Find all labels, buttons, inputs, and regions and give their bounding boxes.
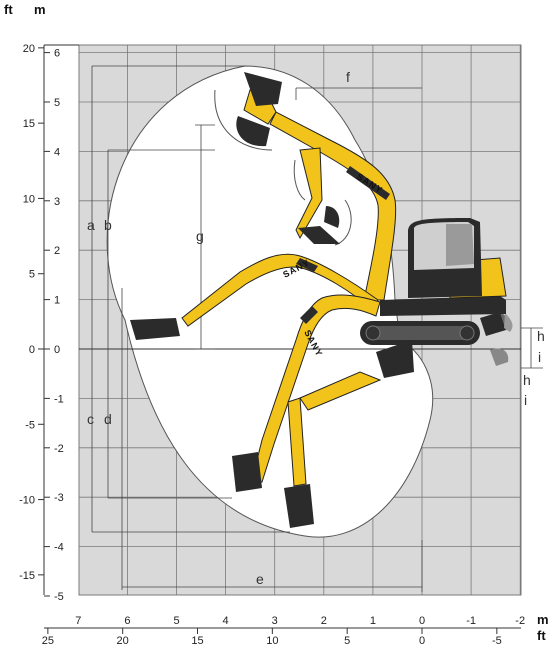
m-tick-label: 5 (54, 97, 60, 109)
left-ft-ticks: 20 15 10 5 0 -5 -10 -15 (19, 43, 44, 582)
m-unit-label-bottom: m (537, 612, 549, 627)
boom-decal-strip (346, 166, 390, 200)
counterweight-base (380, 296, 506, 316)
bottom-ft-ticks: 25 20 15 10 5 0 -5 (42, 628, 502, 647)
ft-tick-label: -5 (25, 419, 35, 431)
left-m-ticks: 6 5 4 3 2 1 0 -1 -2 -3 -4 -5 (44, 48, 64, 603)
arm-extended-right (299, 371, 382, 411)
dim-label-b: b (104, 217, 112, 233)
bucket-deep-center (284, 484, 314, 528)
ft-tick-label: 15 (23, 118, 35, 130)
m-tick-label: -2 (54, 443, 64, 455)
dim-label-i-lower: i (524, 392, 527, 408)
bucket-top-high (244, 72, 282, 106)
m-tick-label: -4 (54, 542, 64, 554)
dimension-lines (91, 65, 543, 592)
m-tick-label: 4 (54, 146, 60, 158)
m-tick-label: 6 (54, 48, 60, 60)
excavator: SANY SANY SANY (130, 72, 513, 528)
m-unit-label-top: m (34, 2, 46, 17)
cab-window-side (446, 224, 474, 266)
dim-label-f: f (346, 69, 350, 85)
ft-unit-label-top: ft (4, 2, 13, 17)
bottom-m-tick-label: 5 (173, 615, 179, 627)
dim-label-c: c (87, 411, 94, 427)
sprocket-wheel (459, 325, 475, 341)
m-tick-label: -1 (54, 393, 64, 405)
dim-label-i-right: i (538, 349, 541, 365)
bottom-ft-tick-label: 5 (344, 635, 350, 647)
dozer-blade (480, 312, 506, 336)
bottom-m-tick-label: 4 (223, 615, 229, 627)
boom-horizontal-decal (296, 258, 318, 272)
dim-label-h-lower: h (523, 372, 531, 388)
boom-raised (269, 111, 397, 301)
m-tick-label: 2 (54, 245, 60, 257)
bottom-m-tick-label: 2 (321, 615, 327, 627)
bottom-m-ticks: 7 6 5 4 3 2 1 0 -1 -2 (75, 615, 525, 627)
idler-wheel (365, 325, 381, 341)
inner-arc-low (293, 159, 306, 201)
bucket-right (376, 340, 414, 378)
bottom-ft-tick-label: 15 (191, 635, 203, 647)
bottom-m-tick-label: -1 (466, 615, 476, 627)
ft-tick-label: 0 (29, 344, 35, 356)
arm-deep (287, 397, 307, 487)
m-tick-label: 1 (54, 295, 60, 307)
bucket-deep-left (232, 452, 262, 492)
bottom-ft-tick-label: 10 (266, 635, 278, 647)
dim-label-h-right: h (537, 328, 545, 344)
m-tick-label: -5 (54, 591, 64, 603)
boom-lowered (251, 294, 381, 483)
dim-label-e: e (256, 571, 264, 587)
dim-label-g: g (196, 228, 204, 244)
bucket-top-curled (236, 116, 270, 147)
ft-tick-label: -15 (19, 570, 35, 582)
m-tick-label: 3 (54, 196, 60, 208)
bottom-ft-tick-label: 20 (117, 635, 129, 647)
arm-mid (295, 147, 323, 240)
dim-label-a: a (87, 217, 95, 233)
boom-lowered-decal (300, 306, 318, 324)
boom-horizontal (181, 253, 379, 327)
bottom-m-tick-label: 0 (419, 615, 425, 627)
ft-unit-label-bottom: ft (537, 628, 546, 643)
bottom-m-tick-label: 7 (75, 615, 81, 627)
m-tick-label: -3 (54, 492, 64, 504)
ft-tick-label: 20 (23, 43, 35, 55)
ft-tick-label: -10 (19, 495, 35, 507)
bottom-ft-tick-label: 0 (419, 635, 425, 647)
ft-tick-label: 5 (29, 269, 35, 281)
bottom-ft-tick-label: -5 (492, 635, 502, 647)
ft-tick-label: 10 (23, 193, 35, 205)
m-tick-label: 0 (54, 344, 60, 356)
bottom-ft-tick-label: 25 (42, 635, 54, 647)
bucket-mid (298, 226, 340, 244)
dozer-blade-lowered (490, 348, 509, 366)
dim-label-d: d (104, 411, 112, 427)
inner-arc-top (214, 89, 273, 151)
bottom-m-tick-label: 1 (370, 615, 376, 627)
track-inner (368, 326, 472, 340)
bucket-mid-curled (324, 206, 340, 228)
bucket-ground (130, 318, 180, 340)
dozer-blade-raised (504, 313, 513, 332)
bottom-m-tick-label: 6 (124, 615, 130, 627)
bottom-m-tick-label: 3 (272, 615, 278, 627)
bottom-m-tick-label: -2 (515, 615, 525, 627)
